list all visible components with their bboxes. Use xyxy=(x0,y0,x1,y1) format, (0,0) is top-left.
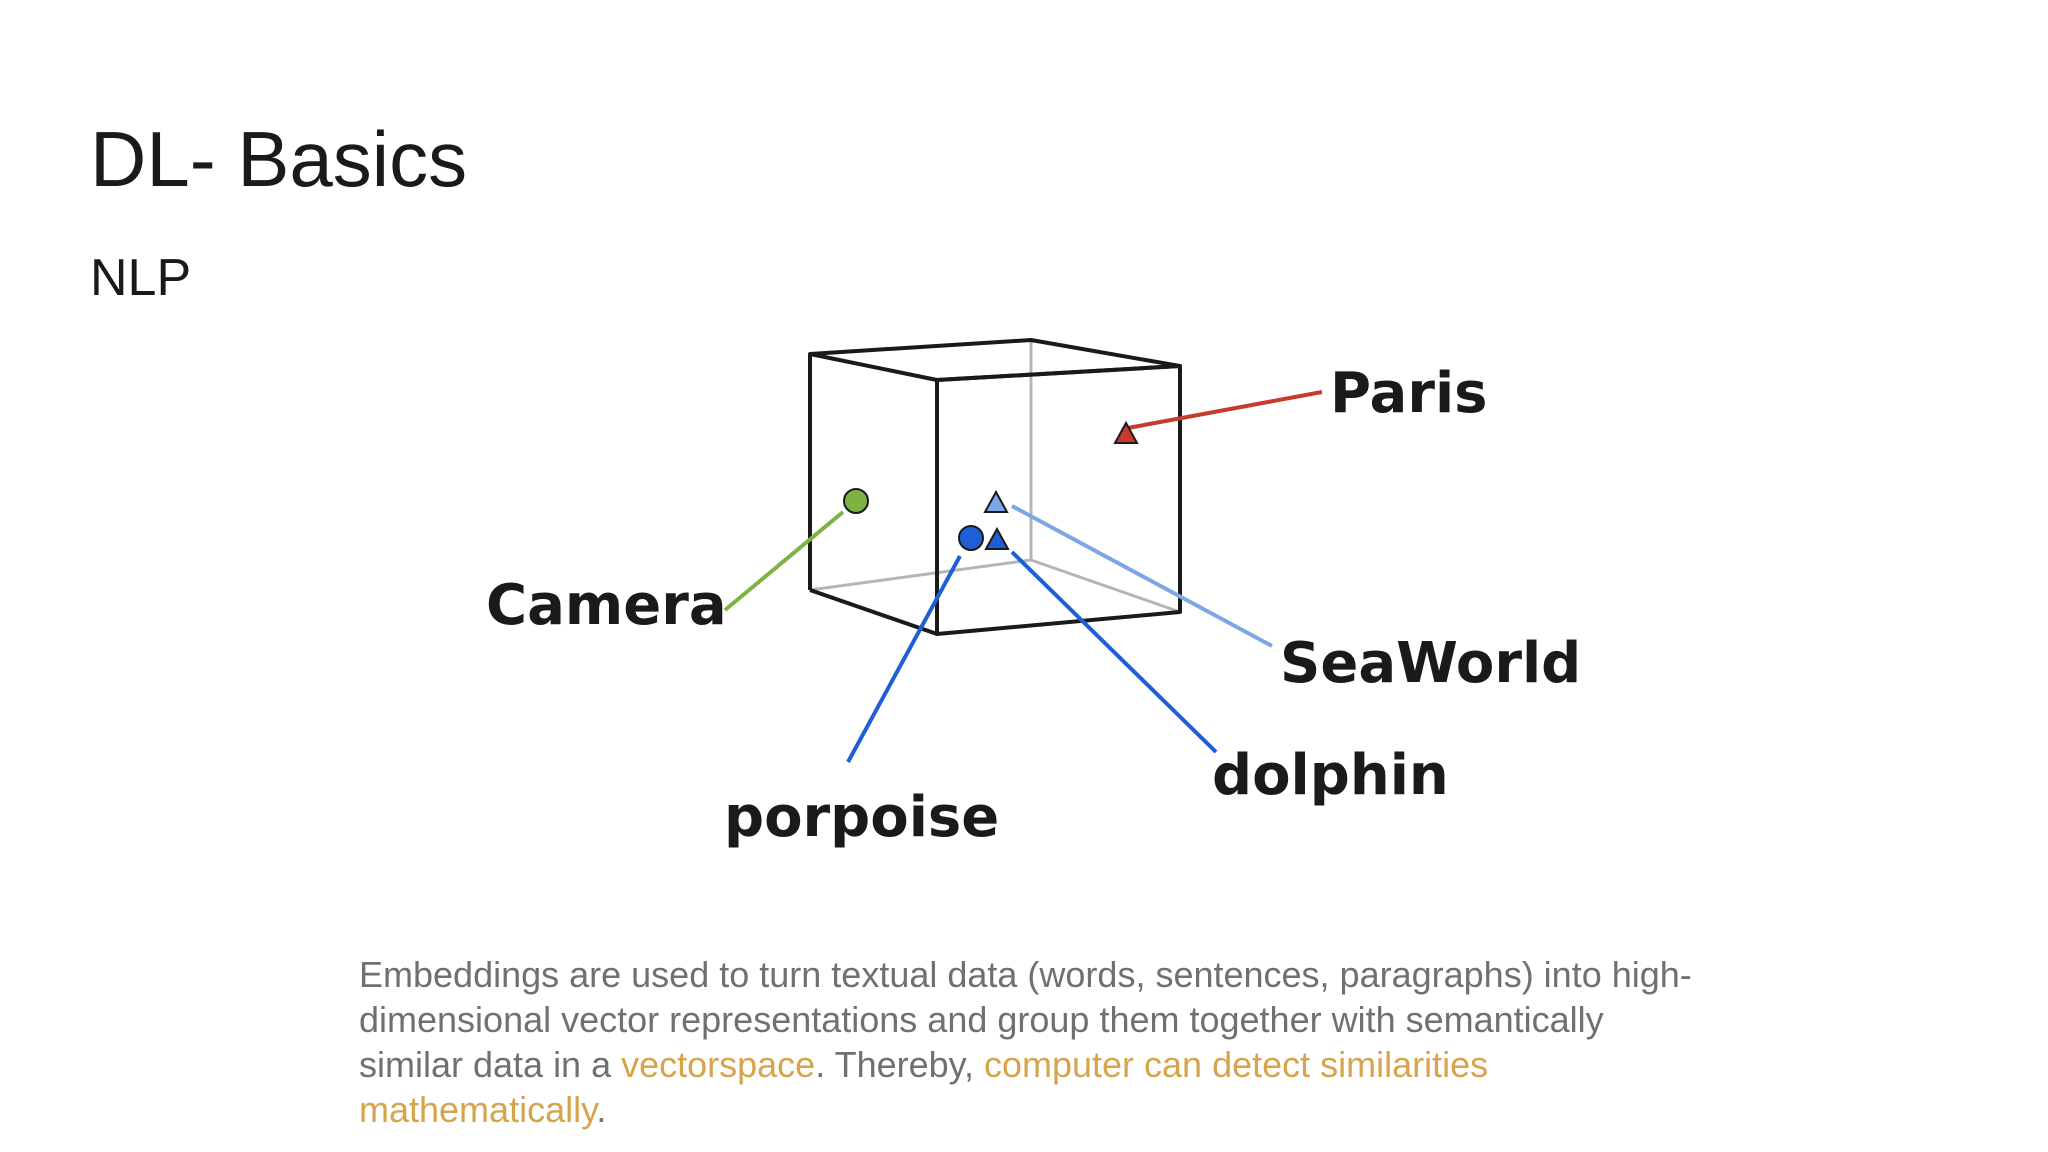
label-porpoise: porpoise xyxy=(724,785,999,850)
label-dolphin: dolphin xyxy=(1212,743,1449,808)
label-seaworld: SeaWorld xyxy=(1280,631,1581,696)
caption-highlight-similarities: computer can detect similarities mathema… xyxy=(359,1044,1489,1130)
dolphin-point xyxy=(984,526,1010,550)
label-paris: Paris xyxy=(1330,361,1487,426)
caption-paragraph: Embeddings are used to turn textual data… xyxy=(359,952,1699,1132)
seaworld-point xyxy=(983,489,1009,513)
caption-text-1: Embeddings are used to turn textual data… xyxy=(359,954,1692,1085)
caption-text-3: . xyxy=(596,1089,607,1130)
camera-point xyxy=(843,488,869,514)
caption-highlight-vectorspace: vectorspace xyxy=(621,1044,816,1085)
seaworld-connector xyxy=(1011,504,1273,648)
paris-point xyxy=(1113,420,1139,444)
slide-subtitle: NLP xyxy=(90,249,192,307)
dolphin-connector xyxy=(1010,550,1218,754)
porpoise-point xyxy=(958,525,984,551)
cube-back-edges xyxy=(809,340,1181,614)
slide-title: DL- Basics xyxy=(90,115,468,203)
caption-text-2: . Thereby, xyxy=(815,1044,984,1085)
camera-connector xyxy=(723,510,845,612)
paris-connector xyxy=(1127,390,1323,430)
porpoise-connector xyxy=(846,555,962,763)
label-camera: Camera xyxy=(486,573,727,638)
cube-outline xyxy=(808,338,1182,636)
